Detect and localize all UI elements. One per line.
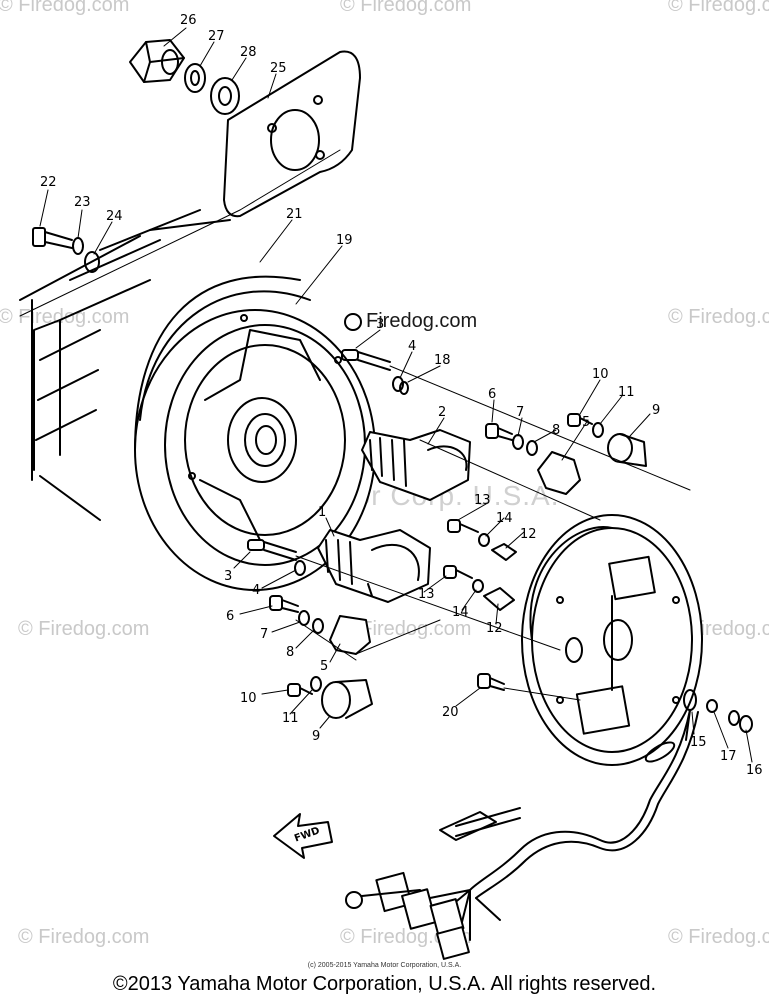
callout-14-lower: 14 [452, 605, 469, 620]
callout-17: 17 [720, 749, 737, 764]
callout-14-upper: 14 [496, 511, 513, 526]
part-4-washer-lower [294, 560, 306, 576]
part-1-coil [317, 529, 431, 603]
part-20-screw [477, 673, 505, 691]
part-14-washer-upper [478, 533, 490, 547]
callout-16: 16 [746, 763, 763, 778]
part-9-condenser-lower [321, 679, 373, 719]
callout-9-upper: 9 [652, 403, 660, 418]
part-23-washer [72, 237, 84, 255]
callout-18: 18 [434, 353, 451, 368]
watermark-top-center: © Firedog.com [340, 0, 472, 16]
part-6-screw-lower [269, 595, 299, 613]
watermark-bottom-right: © Firedog.com [668, 926, 769, 948]
footer-copyright: ©2013 Yamaha Motor Corporation, U.S.A. A… [112, 973, 657, 995]
part-11-washer-upper [592, 422, 604, 438]
part-9-condenser-upper [607, 433, 647, 467]
fwd-arrow [273, 813, 333, 859]
watermark-top-left: © Firedog.com [0, 0, 130, 16]
part-18-nut [399, 381, 409, 395]
callout-11-lower: 11 [282, 711, 299, 726]
callout-7-lower: 7 [260, 627, 268, 642]
part-8-washer-lower [312, 618, 324, 634]
callout-23: 23 [74, 195, 91, 210]
part-12-clamp-lower [483, 587, 515, 611]
part-12-clamp-upper [491, 543, 517, 561]
callout-1: 1 [318, 505, 326, 520]
part-2-coil [361, 429, 471, 501]
watermark-low-center: © Firedog.com [340, 618, 472, 640]
callout-2: 2 [438, 405, 446, 420]
part-26-nut [129, 39, 185, 83]
watermark-top-right: © Firedog.com [668, 0, 769, 16]
callout-12-upper: 12 [520, 527, 537, 542]
callout-12-lower: 12 [486, 621, 503, 636]
callout-21: 21 [286, 207, 303, 222]
part-5-points-lower [329, 615, 371, 655]
watermark-bottom-left: © Firedog.com [18, 926, 150, 948]
part-stator-base-plate [521, 514, 703, 766]
callout-6-upper: 6 [488, 387, 496, 402]
callout-3-upper: 3 [376, 317, 384, 332]
watermark-center-text: Firedog.com [366, 310, 478, 332]
watermark-center-brand: Firedog.com [344, 310, 477, 333]
part-6-screw-upper [485, 423, 513, 441]
callout-10-lower: 10 [240, 691, 257, 706]
callout-5-lower: 5 [320, 659, 328, 674]
callout-6-lower: 6 [226, 609, 234, 624]
part-8-washer-upper [526, 440, 538, 456]
part-24-washer [84, 251, 100, 273]
part-28-washer [210, 77, 240, 115]
part-17-washer [706, 699, 718, 713]
callout-9-lower: 9 [312, 729, 320, 744]
callout-4-lower: 4 [252, 583, 260, 598]
callout-8-lower: 8 [286, 645, 294, 660]
callout-11-upper: 11 [618, 385, 635, 400]
callout-19: 19 [336, 233, 353, 248]
fineprint-copyright: (c) 2005-2015 Yamaha Motor Corporation, … [307, 962, 462, 969]
callout-13-lower: 13 [418, 587, 435, 602]
callout-7-upper: 7 [516, 405, 524, 420]
callout-26: 26 [180, 13, 197, 28]
part-5-points-upper [537, 451, 581, 495]
part-10-screw-upper [567, 413, 593, 427]
part-3-stud-upper [341, 349, 391, 371]
watermark-mid-right: © Firedog.com [668, 306, 769, 328]
callout-25: 25 [270, 61, 287, 76]
part-4-washer-upper [392, 376, 404, 392]
part-3-stud-lower [247, 539, 297, 561]
part-25-gasket [223, 50, 361, 218]
watermark-low-left: © Firedog.com [18, 618, 150, 640]
callout-5-upper: 5 [582, 415, 590, 430]
callout-4-upper: 4 [408, 339, 416, 354]
callout-28: 28 [240, 45, 257, 60]
callout-24: 24 [106, 209, 123, 224]
callout-27: 27 [208, 29, 225, 44]
part-13-screw-upper [447, 519, 479, 533]
part-27-lock-washer [184, 63, 206, 93]
callout-15: 15 [690, 735, 707, 750]
callout-13-upper: 13 [474, 493, 491, 508]
part-11-washer-lower [310, 676, 322, 692]
wire-harness [345, 709, 699, 960]
callout-20: 20 [442, 705, 459, 720]
part-22-bolt [32, 227, 73, 249]
callout-22: 22 [40, 175, 57, 190]
part-14-washer-lower [472, 579, 484, 593]
part-13-screw-lower [443, 565, 473, 579]
callout-3-lower: 3 [224, 569, 232, 584]
callout-10-upper: 10 [592, 367, 609, 382]
part-16-screw [728, 710, 753, 733]
callout-8-upper: 8 [552, 423, 560, 438]
part-7-washer-upper [512, 434, 524, 450]
firedog-logo-icon [344, 312, 362, 331]
part-21-flywheel [19, 209, 376, 591]
